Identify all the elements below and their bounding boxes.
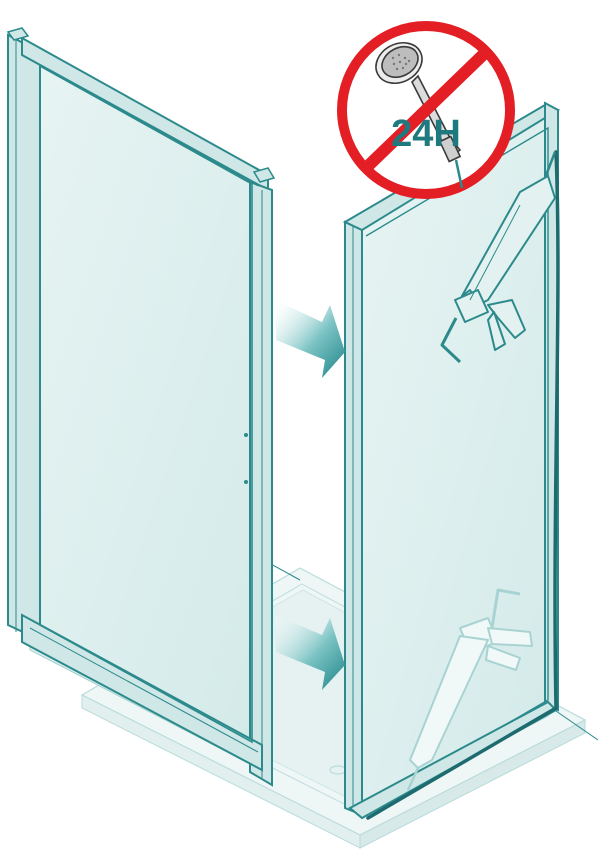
24h-label: 24H [391, 113, 461, 155]
door-panel [8, 28, 274, 785]
no-shower-24h-sign: 24H [342, 26, 510, 194]
handle-dot [244, 433, 248, 437]
direction-arrow-upper [275, 300, 345, 378]
handle-dot [244, 480, 248, 484]
